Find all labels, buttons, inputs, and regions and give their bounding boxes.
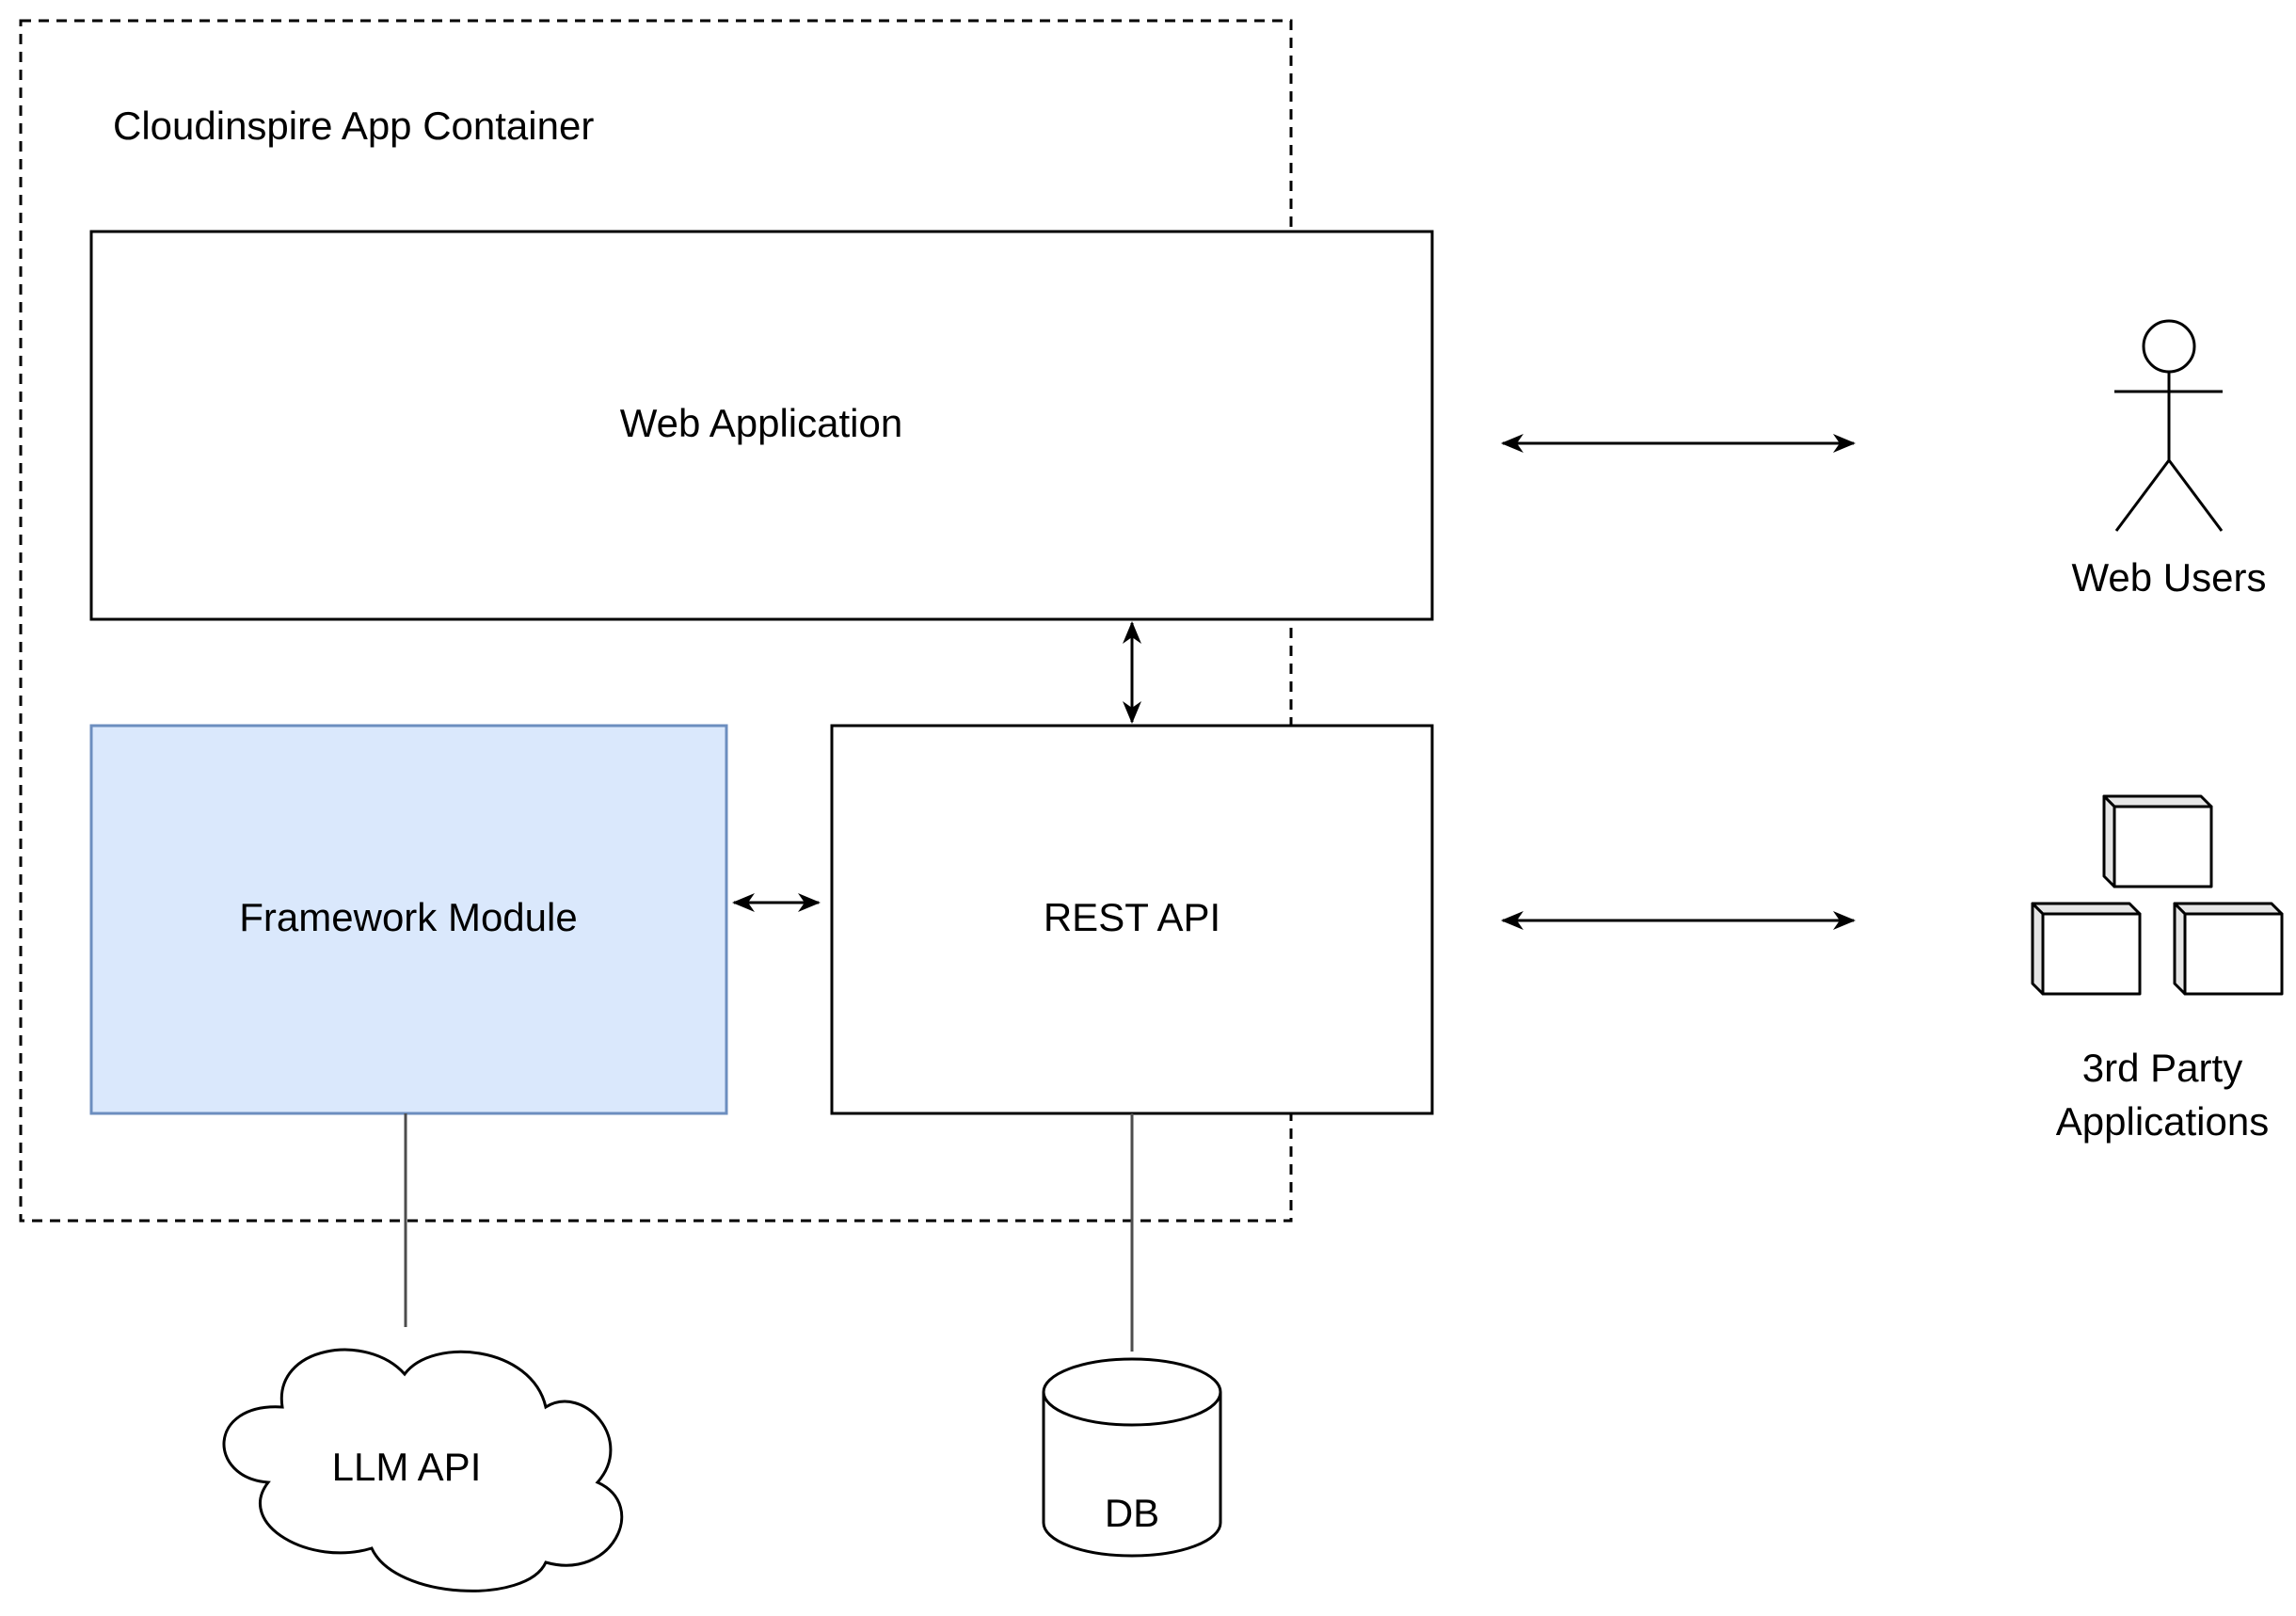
app-container-border bbox=[19, 19, 1293, 1223]
framework-module-label: Framework Module bbox=[239, 895, 577, 939]
web-users-label: Web Users bbox=[2072, 555, 2267, 600]
llm-api-label: LLM API bbox=[332, 1445, 482, 1489]
llm-api-cloud-icon bbox=[222, 1348, 624, 1592]
web-users-icon bbox=[2114, 319, 2224, 532]
framework-module-box[interactable] bbox=[89, 724, 728, 1115]
db-label: DB bbox=[1105, 1491, 1159, 1535]
web-application-label: Web Application bbox=[620, 401, 902, 445]
app-container-label: Cloudinspire App Container bbox=[113, 104, 594, 148]
db-cylinder-icon bbox=[1042, 1357, 1222, 1558]
third-party-apps-label-line1: 3rd Party bbox=[2082, 1046, 2242, 1090]
web-application-box[interactable] bbox=[89, 230, 1434, 621]
third-party-apps-icon bbox=[2031, 794, 2284, 996]
third-party-apps-label-line2: Applications bbox=[2056, 1099, 2269, 1144]
rest-api-box[interactable] bbox=[830, 724, 1434, 1115]
rest-api-label: REST API bbox=[1044, 895, 1220, 939]
